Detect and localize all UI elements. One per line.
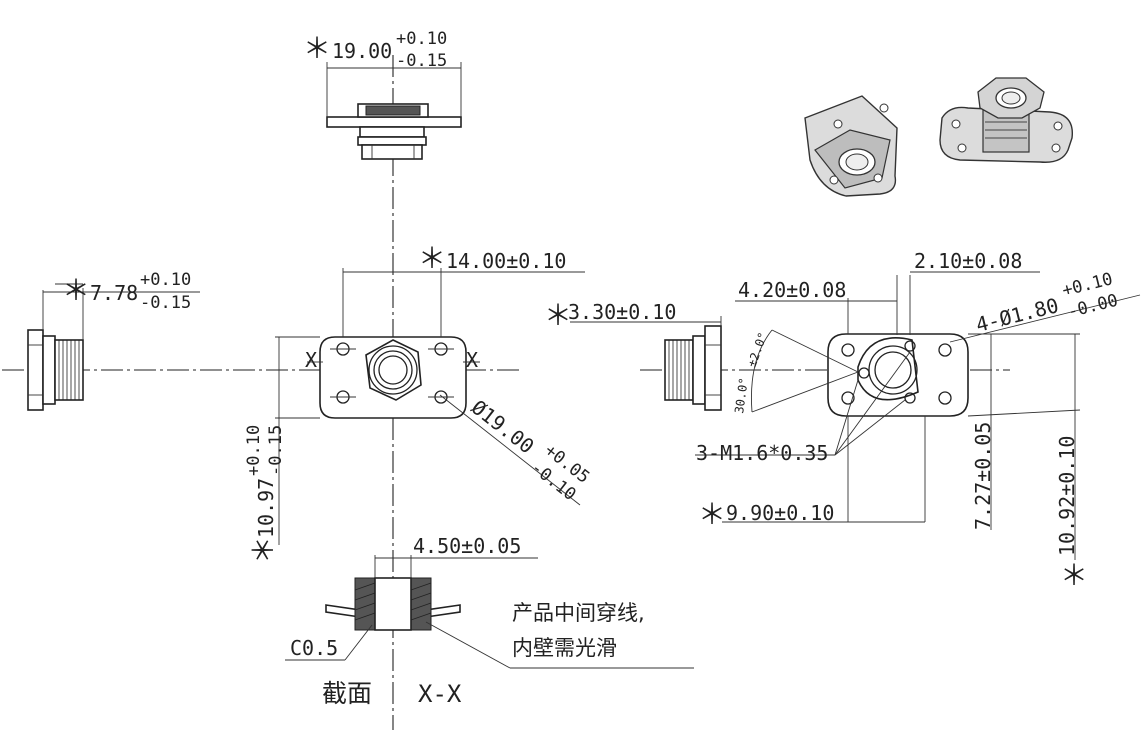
height-a-dimension: 7.27±0.05 — [971, 422, 995, 530]
dim-value: 10.92±0.10 — [1055, 436, 1079, 556]
dim-value: 4-Ø1.80 — [973, 293, 1061, 337]
left-height-dimension: ＊ 7.78 +0.10 -0.15 — [62, 270, 191, 313]
dim-value: 7.27±0.05 — [971, 422, 995, 530]
dim-star: ＊ — [303, 32, 331, 65]
dim-star: ＊ — [62, 274, 90, 307]
angle-tolerance: ±2.0° — [745, 330, 771, 369]
manufacturing-note: 产品中间穿线, 内壁需光滑 — [512, 601, 645, 660]
side-width-dimension: ＊ 3.30±0.10 — [544, 299, 676, 332]
dim-tol-minus: -0.15 — [140, 293, 191, 313]
right-front-view — [695, 271, 1141, 560]
note-line-1: 产品中间穿线, — [512, 601, 645, 625]
dim-tol-plus: +0.10 — [396, 29, 447, 49]
bottom-width-dimension: ＊ 9.90±0.10 — [698, 498, 834, 531]
section-mark-left: X — [305, 348, 317, 372]
right-a-dimension: 4.20±0.08 — [738, 278, 846, 302]
right-b-dimension: 2.10±0.08 — [914, 249, 1022, 273]
dim-value: 4.20±0.08 — [738, 278, 846, 302]
section-label: 截面 — [322, 679, 372, 708]
dim-star: ＊ — [418, 242, 446, 275]
center-width-dimension: ＊ 14.00±0.10 — [418, 242, 566, 275]
dim-value: 7.78 — [90, 281, 138, 305]
dim-value: 3.30±0.10 — [568, 300, 676, 324]
vertical-left-dimension: ＊ 10.97 +0.10 -0.15 — [244, 425, 286, 564]
front-view — [275, 268, 585, 545]
bore-dimension: 4.50±0.05 — [413, 534, 521, 558]
dim-value: 14.00±0.10 — [446, 249, 566, 273]
isometric-part-a — [804, 95, 898, 197]
side-view — [570, 316, 722, 411]
dim-star: ＊ — [247, 536, 280, 564]
dim-tol-plus: +0.10 — [140, 270, 191, 290]
dim-star: ＊ — [698, 498, 726, 531]
holes-dimension: 4-Ø1.80 +0.10 -0.00 — [973, 269, 1120, 337]
dim-star: ＊ — [544, 299, 572, 332]
height-b-dimension: 10.92±0.10 ＊ — [1055, 436, 1088, 592]
section-view — [285, 555, 694, 669]
dim-value: 19.00 — [332, 39, 392, 63]
top-view — [326, 62, 462, 160]
section-title: 截面 X-X — [322, 679, 462, 708]
dim-value: 9.90±0.10 — [726, 501, 834, 525]
isometric-part-b — [939, 77, 1074, 163]
chamfer-dimension: C0.5 — [290, 636, 338, 660]
dim-value: 3-M1.6*0.35 — [696, 441, 828, 465]
dim-value: 4.50±0.05 — [413, 534, 521, 558]
angle-value: 30.0° — [732, 377, 751, 415]
dim-value: Ø19.00 — [467, 395, 539, 458]
dim-tol-minus: -0.15 — [266, 425, 286, 476]
dim-tol-minus: -0.15 — [396, 51, 447, 71]
section-mark-right: X — [466, 348, 478, 372]
left-side-view — [27, 283, 200, 411]
note-line-2: 内壁需光滑 — [512, 636, 617, 660]
dim-star: ＊ — [1060, 559, 1088, 592]
dim-tol-plus: +0.10 — [244, 425, 264, 476]
dim-value: C0.5 — [290, 636, 338, 660]
thread-dimension: 3-M1.6*0.35 — [696, 441, 828, 465]
dim-value: 2.10±0.08 — [914, 249, 1022, 273]
diameter-dimension: Ø19.00 +0.05 -0.10 — [467, 395, 593, 505]
top-width-dimension: ＊ 19.00 +0.10 -0.15 — [303, 29, 447, 71]
section-name: X-X — [418, 680, 462, 708]
dim-value: 10.97 — [254, 478, 278, 538]
